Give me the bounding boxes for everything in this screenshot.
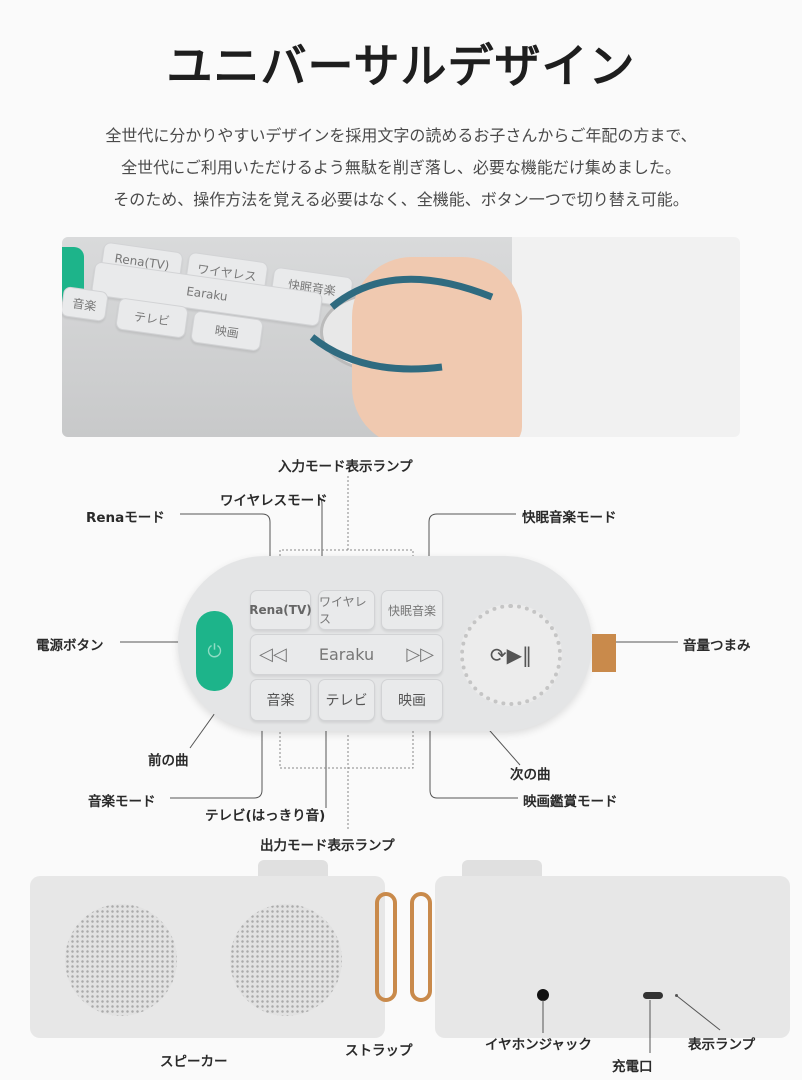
callout-sleep-mode: 快眠音楽モード [522,510,617,526]
brand-logo: Earaku [318,645,375,664]
movie-button[interactable]: 映画 [381,679,443,721]
device-front [30,876,385,1038]
usb-c-port [643,992,663,999]
strap-loop-right [410,892,432,1002]
callout-music-mode: 音楽モード [88,794,156,810]
play-pause-icon: ⟳▶︎‖ [489,643,533,667]
callout-next: 次の曲 [510,767,551,783]
earphone-jack [537,989,549,1001]
volume-knob[interactable]: ⟳▶︎‖ [460,604,562,706]
next-track-icon[interactable]: ▷▷ [406,644,434,665]
callout-movie-mode: 映画鑑賞モード [523,794,618,810]
wireless-button[interactable]: ワイヤレス [318,590,375,630]
description-line: 全世代に分かりやすいデザインを採用文字の読めるお子さんからご年配の方まで、 [105,126,697,145]
page-title: ユニバーサルデザイン [166,39,636,93]
status-lamp [675,994,678,997]
music-button[interactable]: 音楽 [250,679,311,721]
callout-tv-mode: テレビ(はっきり音) [205,808,326,824]
callout-input-lamp: 入力モード表示ランプ [278,459,413,475]
label-strap: ストラップ [345,1043,413,1059]
label-speaker: スピーカー [160,1054,228,1070]
description-line: そのため、操作方法を覚える必要はなく、全機能、ボタン一つで切り替え可能。 [113,190,689,209]
callout-volume: 音量つまみ [683,638,751,654]
strap [592,634,616,672]
callout-output-lamp: 出力モード表示ランプ [260,838,395,854]
power-button[interactable]: ⏻ [196,611,233,691]
rotate-arrow-icon [309,275,494,373]
sleep-button[interactable]: 快眠音楽 [381,590,443,630]
speaker-left [65,904,177,1016]
callout-rena-mode: Renaモード [86,510,165,526]
rena-button[interactable]: Rena(TV) [249,590,312,630]
label-earphone-jack: イヤホンジャック [485,1037,592,1053]
tv-button[interactable]: テレビ [318,679,375,721]
device-back [435,876,790,1038]
label-status-lamp: 表示ランプ [688,1037,756,1053]
callout-power: 電源ボタン [36,638,104,654]
label-charge-port: 充電口 [612,1059,653,1075]
callout-wireless-mode: ワイヤレスモード [220,493,328,509]
hand [352,257,522,437]
speaker-right [230,904,342,1016]
description-line: 全世代にご利用いただけるよう無駄を削ぎ落し、必要な機能だけ集めました。 [121,158,681,177]
callout-prev: 前の曲 [148,753,189,769]
previous-track-icon[interactable]: ◁◁ [259,644,287,665]
power-icon: ⏻ [207,640,222,662]
strap-loop-left [375,892,397,1002]
device-front-knob [258,860,328,878]
track-row: ◁◁ Earaku ▷▷ [250,634,443,675]
device-back-knob [462,860,542,878]
hand-photo: Rena(TV) ワイヤレス 快眠音楽 Earaku 音楽 テレビ 映画 [62,237,740,437]
